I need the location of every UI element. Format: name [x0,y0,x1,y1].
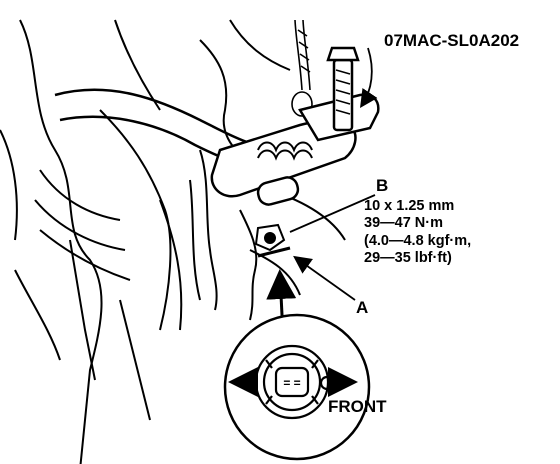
label-b: B [376,176,389,195]
torque-lbf: 29—35 lbf·ft) [364,250,452,267]
special-tool [210,46,380,206]
torque-nm: 39—47 N·m [364,215,443,232]
torque-spec: 10 x 1.25 mm 39—47 N·m (4.0—4.8 kgf·m, 2… [364,198,471,268]
left-boot [0,19,183,464]
label-a: A [356,298,369,317]
tool-number-label: 07MAC-SL0A202 [384,31,520,50]
front-label: FRONT [328,397,387,416]
brake-cable [291,19,313,117]
leader-lines [289,47,378,301]
center-mark: = = [283,376,300,390]
detail-circle: = = [223,313,371,461]
castle-nut [254,223,286,252]
cotter-pin [257,246,291,258]
bolt-size: 10 x 1.25 mm [364,198,455,214]
torque-kgf: (4.0—4.8 kgf·m, [364,232,472,249]
